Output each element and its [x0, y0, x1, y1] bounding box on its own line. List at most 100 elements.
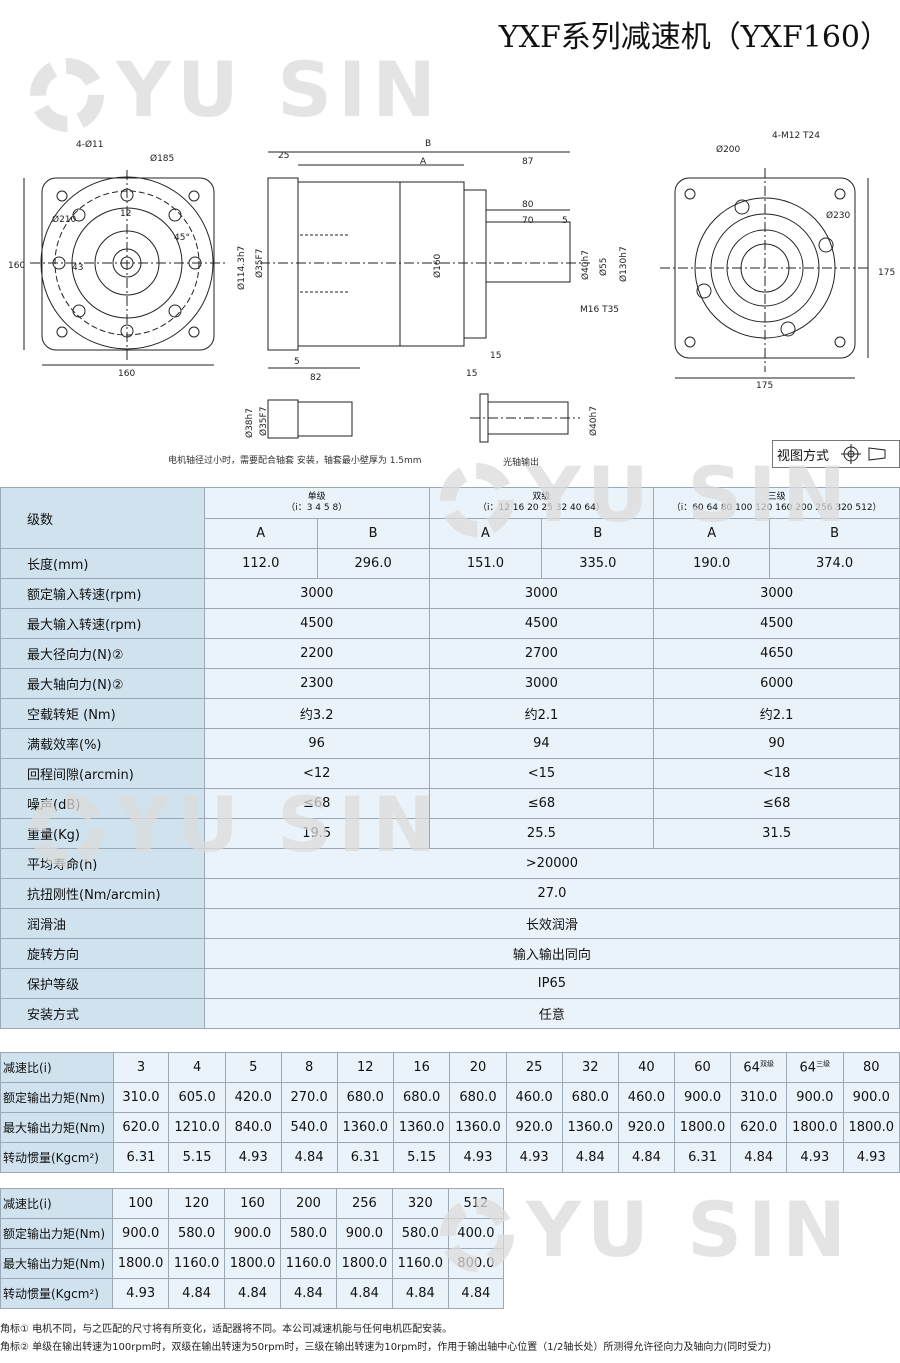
svg-text:B: B [425, 139, 431, 149]
ratio-value-cell: 1160.0 [168, 1248, 226, 1279]
row-label: 润滑油 [0, 908, 205, 939]
value-cell: ≤68 [428, 788, 655, 819]
ratio-value-cell: 1160.0 [280, 1248, 337, 1279]
length-cell: 151.0 [428, 548, 543, 579]
stage-triple: 三级（i：60 64 80 100 120 160 200 256 320 51… [653, 487, 900, 519]
sleeve-detail: Ø38h7 Ø35F7 [244, 399, 353, 439]
cell-text: 40 [638, 1060, 655, 1075]
ratio-value-cell: 4.93 [224, 1142, 282, 1173]
ratio-value-cell: 4.93 [449, 1142, 507, 1173]
ratio-value-cell: 900.0 [224, 1218, 281, 1249]
ratio-value-cell: 4.84 [280, 1278, 337, 1309]
cell-text: 4.93 [519, 1150, 549, 1165]
cell-text: 580.0 [401, 1226, 439, 1241]
svg-text:Ø160: Ø160 [432, 253, 443, 278]
svg-text:12: 12 [120, 209, 131, 219]
svg-text:4-Ø11: 4-Ø11 [76, 139, 104, 150]
svg-text:175: 175 [878, 268, 895, 278]
length-cell: 112.0 [203, 548, 318, 579]
ratio-value-cell: 1360.0 [392, 1112, 451, 1143]
ratio-cell: 16 [392, 1052, 451, 1083]
ratio-value-cell: 4.84 [280, 1142, 338, 1173]
ratio-cell: 200 [280, 1188, 337, 1219]
ratio-value-cell: 680.0 [449, 1082, 507, 1113]
value-cell: 长效润滑 [203, 908, 900, 939]
ratio-value-cell: 6.31 [112, 1142, 170, 1173]
ratio-value-cell: 310.0 [730, 1082, 788, 1113]
cell-text: 1800.0 [848, 1120, 895, 1135]
cell-text: 5.15 [182, 1150, 212, 1165]
length-cell: 374.0 [769, 548, 900, 579]
cell-text: 840.0 [234, 1120, 272, 1135]
cell-text: 4.84 [294, 1150, 324, 1165]
svg-text:15: 15 [490, 351, 501, 361]
cell-text: 1360.0 [567, 1120, 614, 1135]
cell-text: 900.0 [122, 1226, 160, 1241]
page-title: YXF系列减速机（YXF160） [498, 20, 890, 55]
svg-text:80: 80 [522, 200, 534, 210]
svg-text:Ø185: Ø185 [150, 153, 174, 164]
svg-text:82: 82 [310, 373, 321, 383]
svg-text:87: 87 [522, 157, 533, 167]
cell-text: 1800.0 [117, 1256, 164, 1271]
row-label: 旋转方向 [0, 938, 205, 969]
ratio-cell: 5 [224, 1052, 282, 1083]
cell-text: 920.0 [627, 1120, 666, 1135]
svg-text:Ø40h7: Ø40h7 [588, 406, 599, 436]
cell-text: 1160.0 [397, 1256, 444, 1271]
row-label: 噪声(dB) [0, 788, 205, 819]
ratio-row-label: 额定输出力矩(Nm) [0, 1218, 114, 1249]
cell-text: 900.0 [796, 1090, 834, 1105]
value-cell: IP65 [203, 968, 900, 999]
ratio-value-cell: 1210.0 [168, 1112, 226, 1143]
cell-text: 12 [356, 1060, 374, 1075]
ratio-value-cell: 620.0 [730, 1112, 788, 1143]
ratio-cell: 64双级 [730, 1052, 788, 1083]
cell-text: 4.93 [126, 1286, 156, 1301]
value-cell: 任意 [203, 998, 900, 1029]
ratio-value-cell: 4.84 [617, 1142, 675, 1173]
cell-text: 620.0 [740, 1120, 778, 1135]
cell-text: 6.31 [126, 1150, 156, 1165]
length-cell: 296.0 [316, 548, 430, 579]
ratio-value-cell: 920.0 [617, 1112, 675, 1143]
ratio-value-cell: 800.0 [447, 1248, 505, 1279]
svg-text:25: 25 [278, 151, 289, 161]
ratio-value-cell: 900.0 [786, 1082, 844, 1113]
ratio-value-cell: 4.93 [786, 1142, 844, 1173]
row-label: 安装方式 [0, 998, 205, 1029]
ratio-value-cell: 900.0 [842, 1082, 900, 1113]
ratio-row-label: 最大输出力矩(Nm) [0, 1248, 114, 1279]
svg-text:160: 160 [8, 261, 25, 271]
value-cell: 4500 [653, 608, 900, 639]
cell-text: 1800.0 [229, 1256, 276, 1271]
ratio-value-cell: 4.84 [168, 1278, 226, 1309]
ratio-value-cell: 4.93 [842, 1142, 900, 1173]
value-cell: 输入输出同向 [203, 938, 900, 969]
row-label: 最大输入转速(rpm) [0, 608, 205, 639]
cell-text: 4.93 [463, 1150, 493, 1165]
ratio-row-label: 减速比(i) [0, 1052, 114, 1083]
cell-text: 680.0 [459, 1090, 497, 1105]
svg-text:43: 43 [72, 263, 83, 273]
cell-text: 256 [351, 1196, 377, 1211]
ratio-cell: 8 [280, 1052, 338, 1083]
ratio-row-label: 转动惯量(Kgcm²) [0, 1142, 114, 1173]
cell-text: 4.84 [631, 1150, 661, 1165]
value-cell: 6000 [653, 668, 900, 699]
ratio-row-label: 额定输出力矩(Nm) [0, 1082, 114, 1113]
cell-text: 460.0 [627, 1090, 666, 1105]
cell-text: 64 [743, 1060, 760, 1076]
cell-text: 605.0 [178, 1090, 216, 1105]
sleeve-note: 电机轴径过小时，需要配合轴套 安装，轴套最小壁厚为 1.5mm [168, 456, 422, 466]
row-label: 最大轴向力(N)② [0, 668, 205, 699]
cell-text: 4 [192, 1060, 202, 1075]
ratio-cell: 64三级 [786, 1052, 844, 1083]
cell-text: 800.0 [457, 1256, 495, 1271]
ratio-row-label: 最大输出力矩(Nm) [0, 1112, 114, 1143]
ab-cell: A [428, 518, 543, 549]
spec-table: 级数 单级（i：3 4 5 8） 双级（i：12 16 20 25 32 40 … [0, 487, 900, 1029]
